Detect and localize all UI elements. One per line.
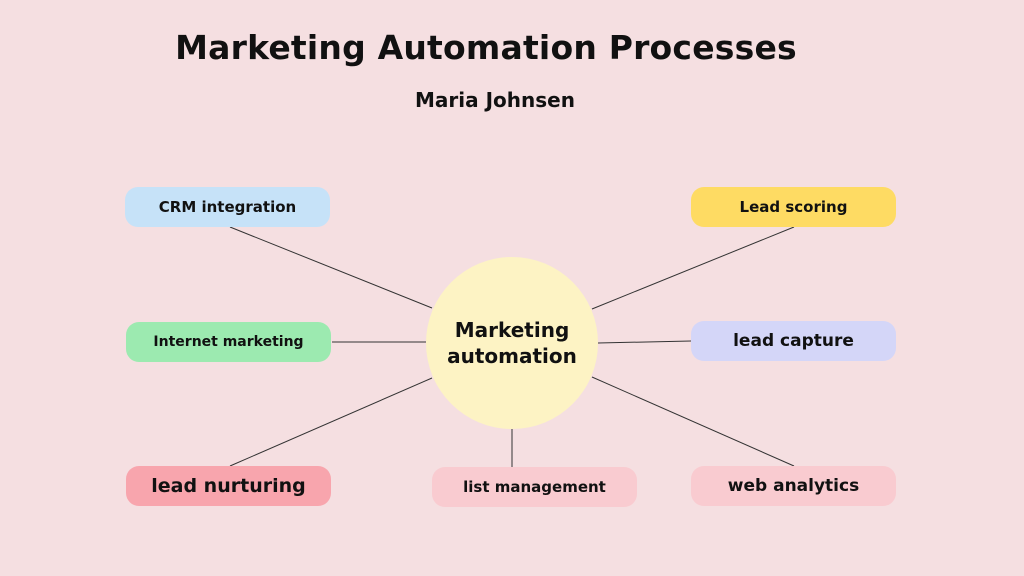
center-node: Marketing automation <box>426 257 598 429</box>
node-lead-scoring: Lead scoring <box>691 187 896 227</box>
node-crm-integration: CRM integration <box>125 187 330 227</box>
node-web-analytics: web analytics <box>691 466 896 506</box>
center-label-line1: Marketing <box>454 318 570 342</box>
connector-crm <box>229 226 433 309</box>
node-lead-capture: lead capture <box>691 321 896 361</box>
node-lead-nurturing: lead nurturing <box>126 466 331 506</box>
connector-web <box>591 376 795 467</box>
author-name: Maria Johnsen <box>415 88 575 112</box>
connector-scoring <box>591 226 795 310</box>
center-label-line2: automation <box>447 344 577 368</box>
page-title: Marketing Automation Processes <box>175 28 797 67</box>
connector-nurturing <box>229 377 433 467</box>
center-node-label: Marketing automation <box>442 317 582 369</box>
node-internet-marketing: Internet marketing <box>126 322 331 362</box>
node-list-management: list management <box>432 467 637 507</box>
connector-capture <box>597 340 692 344</box>
